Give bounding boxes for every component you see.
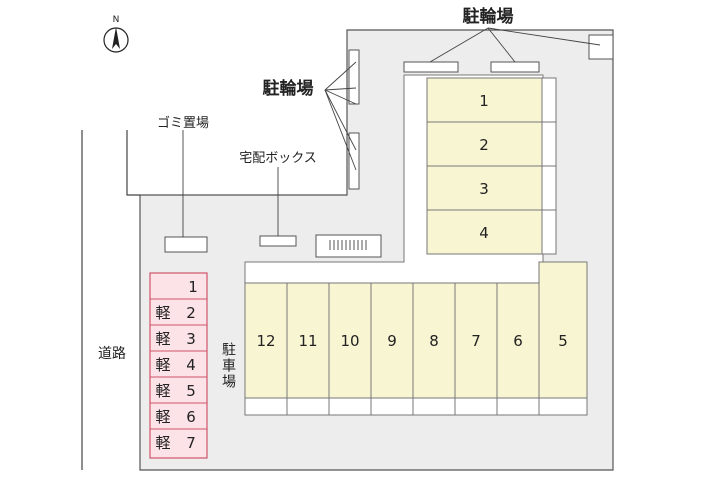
garbage-label: ゴミ置場 [157,115,209,131]
unit-label-1: 1 [479,92,489,110]
road-label: 道路 [98,346,126,362]
building-units: 1 2 3 4 [426,77,557,255]
light-car-prefix-5: 軽 [155,382,170,400]
light-car-prefix-4: 軽 [155,356,170,374]
bicycle-rack-left-1 [348,49,360,105]
car-parking-label: 駐車場 [220,342,236,390]
delivery-box-label: 宅配ボックス [239,151,317,166]
light-car-prefix-7: 軽 [155,434,170,452]
stairs [315,234,382,258]
parking-label-8: 8 [429,332,439,350]
bicycle-parking-top-label: 駐輪場 [463,6,514,27]
light-car-prefix-6: 軽 [155,408,170,426]
parking-spaces: 12 11 10 9 8 7 6 5 [244,261,588,416]
bicycle-parking-left-label: 駐輪場 [263,78,314,99]
delivery-box [259,235,297,247]
unit-1 [426,77,543,123]
compass-north-label: N [113,15,120,25]
bicycle-left-pointers [324,61,357,171]
unit-label-4: 4 [479,224,489,242]
light-car-spaces: 1 軽 2 軽 3 軽 4 軽 5 軽 6 軽 7 [149,272,208,459]
bicycle-rack-top-left [403,61,459,73]
unit-4 [426,209,543,255]
light-car-prefix-3: 軽 [155,330,170,348]
bicycle-rack-corner [588,34,614,60]
parking-label-6: 6 [513,332,523,350]
light-car-num-3: 3 [186,330,196,348]
parking-label-10: 10 [340,332,359,350]
garbage-area [164,236,208,253]
light-car-prefix-2: 軽 [155,304,170,322]
parking-label-7: 7 [471,332,481,350]
light-car-num-7: 7 [186,434,196,452]
light-car-num-5: 5 [186,382,196,400]
light-car-num-6: 6 [186,408,196,426]
light-car-num-4: 4 [186,356,196,374]
compass-icon: N [103,15,129,53]
parking-label-11: 11 [298,332,317,350]
bicycle-rack-left-2 [348,132,360,190]
unit-label-3: 3 [479,180,489,198]
unit-2 [426,121,543,167]
bicycle-top-pointers [429,27,601,63]
garbage-fence [126,130,140,196]
unit-3 [426,165,543,211]
unit-label-2: 2 [479,136,489,154]
parking-label-12: 12 [256,332,275,350]
light-car-num-1: 1 [188,278,198,296]
light-car-num-2: 2 [186,304,196,322]
bicycle-rack-top-right [490,61,540,73]
parking-label-5: 5 [558,332,568,350]
parking-label-9: 9 [387,332,397,350]
